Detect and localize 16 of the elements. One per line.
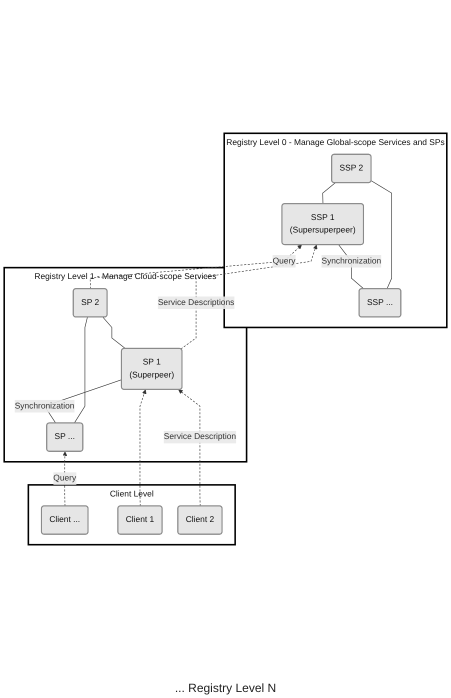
connector <box>74 316 88 424</box>
arrow <box>90 244 302 290</box>
arrow <box>180 244 318 350</box>
edge-label: Query <box>53 474 76 483</box>
edge-label: Service Description <box>164 432 236 442</box>
edge-label: Synchronization <box>14 401 74 410</box>
edge-label: Synchronization <box>321 256 382 266</box>
connector <box>102 316 126 350</box>
arrow <box>178 389 200 506</box>
connector <box>370 180 392 290</box>
edge-label: Service Descriptions <box>158 298 234 307</box>
arrow <box>140 389 146 506</box>
connector <box>322 182 336 204</box>
arrow <box>62 451 68 506</box>
level-note: ... Registry Level N <box>174 681 276 695</box>
edge-label: Query <box>272 256 296 266</box>
